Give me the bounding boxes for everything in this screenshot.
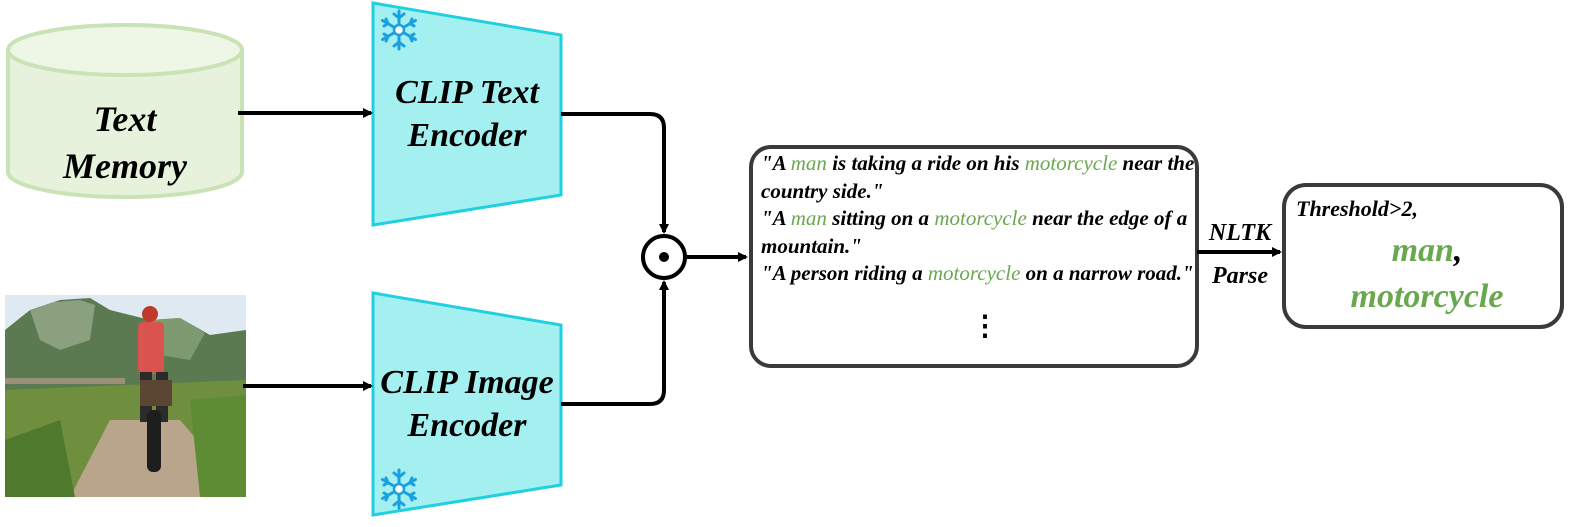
snowflake-icon xyxy=(381,9,417,51)
clip-image-encoder-line1: CLIP Image xyxy=(380,364,554,401)
caption-2-middle: sitting on a xyxy=(826,206,935,230)
text-memory-line2: Memory xyxy=(63,145,187,186)
image-encoder-to-product-arrow xyxy=(561,280,669,406)
input-photo-motorcycle xyxy=(5,295,246,497)
clip-text-encoder-line2: Encoder xyxy=(407,116,527,154)
clip-image-encoder-shape xyxy=(371,291,563,517)
caption-1-keyword-man: man xyxy=(790,151,827,175)
result-line-1: man, xyxy=(1292,228,1562,274)
caption-3-end: on a narrow road." xyxy=(1020,261,1194,285)
clip-text-encoder-line1: CLIP Text xyxy=(395,74,539,111)
text-memory-line1: Text xyxy=(93,99,157,139)
result-box xyxy=(1282,183,1564,329)
threshold-label: Threshold>2, xyxy=(1296,196,1418,221)
caption-1-keyword-motorcycle: motorcycle xyxy=(1024,151,1118,175)
result-line-2: motorcycle xyxy=(1292,274,1562,320)
caption-2-end: near the edge of a mountain." xyxy=(761,206,1188,258)
caption-2-start: "A xyxy=(761,206,791,230)
result-content: Threshold>2, man, motorcycle xyxy=(1292,190,1562,326)
caption-1: "A man is taking a ride on his motorcycl… xyxy=(761,150,1195,205)
caption-2-keyword-motorcycle: motorcycle xyxy=(934,206,1027,230)
caption-1-start: "A xyxy=(761,151,791,175)
result-word-man: man xyxy=(1391,232,1454,269)
caption-1-end: near the country side." xyxy=(761,151,1195,203)
caption-2: "A man sitting on a motorcycle near the … xyxy=(761,205,1195,260)
caption-3: "A person riding a motorcycle on a narro… xyxy=(761,260,1195,288)
caption-2-keyword-man: man xyxy=(790,206,827,230)
text-memory-database xyxy=(6,23,244,199)
text-encoder-to-product-arrow xyxy=(561,112,669,234)
caption-3-start: "A person riding a xyxy=(761,261,928,285)
snowflake-icon xyxy=(381,468,417,510)
elementwise-product-operator xyxy=(641,234,687,280)
nltk-label: NLTK xyxy=(1208,220,1272,246)
clip-text-encoder-shape xyxy=(371,1,563,227)
captions-text: "A man is taking a ride on his motorcycl… xyxy=(761,150,1195,368)
clip-text-encoder-label: CLIP Text Encoder xyxy=(372,72,562,157)
result-word-motorcycle: motorcycle xyxy=(1350,278,1504,315)
caption-1-middle: is taking a ride on his xyxy=(826,151,1025,175)
clip-image-encoder-label: CLIP Image Encoder xyxy=(372,362,562,447)
text-memory-label: Text Memory xyxy=(20,96,230,190)
result-words: man, motorcycle xyxy=(1292,228,1562,320)
parse-label: Parse xyxy=(1212,263,1268,289)
retrieved-captions-box xyxy=(749,145,1199,368)
clip-image-encoder-line2: Encoder xyxy=(407,406,527,444)
caption-3-keyword-motorcycle: motorcycle xyxy=(927,261,1021,285)
more-captions-ellipsis: ⋮ xyxy=(971,311,999,342)
result-comma: , xyxy=(1453,232,1463,269)
